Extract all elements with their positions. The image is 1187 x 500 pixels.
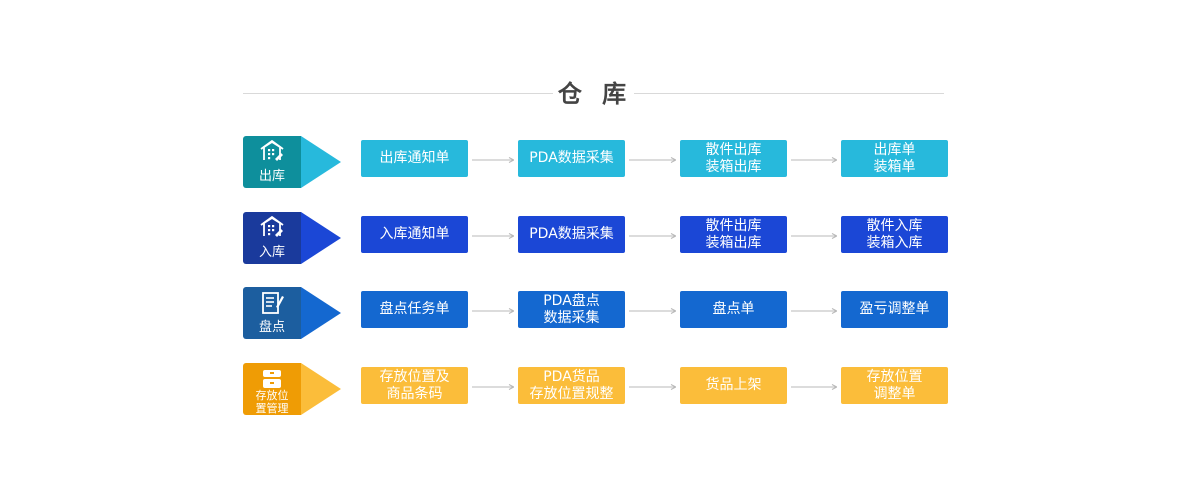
step-box: 存放位置及商品条码 [361, 367, 468, 404]
row-inventory-count: 盘点 盘点任务单 PDA盘点数据采集 盘点单 盈亏调整单 [0, 287, 1187, 341]
flow-arrow [629, 308, 676, 314]
flow-arrow [629, 157, 676, 163]
text-line: 存放位 [255, 389, 289, 402]
text-line: 装箱入库 [866, 234, 923, 251]
category-tag: 出库 [243, 136, 301, 188]
step-box: 散件出库装箱出库 [680, 216, 787, 253]
category-tag: 盘点 [243, 287, 301, 339]
flow-arrow [791, 157, 837, 163]
text-line: 散件出库 [705, 141, 762, 158]
text-line: 盘点 [258, 320, 285, 335]
text-line: 盘点单 [712, 301, 755, 317]
step-box: 散件出库装箱出库 [680, 140, 787, 177]
flow-arrow [472, 233, 514, 239]
step-box: 散件入库装箱入库 [841, 216, 948, 253]
step-box: 出库通知单 [361, 140, 468, 177]
category-label: 存放位置管理 [243, 389, 301, 415]
step-box: PDA数据采集 [518, 216, 625, 253]
text-line: 出库通知单 [379, 150, 450, 166]
text-line: 装箱单 [873, 158, 916, 175]
building-edit-icon [260, 140, 284, 161]
cabinet-icon [263, 370, 281, 388]
step-box: 盘点单 [680, 291, 787, 328]
flow-arrow [791, 308, 837, 314]
text-line: 置管理 [255, 402, 289, 415]
title-line-right [634, 93, 944, 94]
row-outbound: 出库 出库通知单 PDA数据采集 散件出库装箱出库 出库单装箱单 [0, 136, 1187, 190]
text-line: 散件入库 [866, 217, 923, 234]
building-edit-icon [260, 216, 284, 237]
step-box: 入库通知单 [361, 216, 468, 253]
text-line: PDA货品 [543, 368, 600, 385]
category-tag: 存放位置管理 [243, 363, 301, 415]
text-line: 存放位置规整 [529, 385, 614, 402]
title-line-left [243, 93, 553, 94]
step-box: 盈亏调整单 [841, 291, 948, 328]
category-label: 入库 [243, 246, 301, 259]
text-line: PDA数据采集 [529, 150, 614, 166]
category-arrow [301, 363, 341, 415]
flow-arrow [791, 233, 837, 239]
flow-arrow [472, 384, 514, 390]
flow-arrow [629, 233, 676, 239]
text-line: 散件出库 [705, 217, 762, 234]
flow-arrow [629, 384, 676, 390]
page-title: 仓 库 [557, 80, 633, 108]
flow-arrow [472, 157, 514, 163]
checklist-pen-icon [262, 292, 284, 314]
text-line: 存放位置及 [379, 368, 450, 385]
text-line: 数据采集 [543, 309, 600, 326]
text-line: 出库 [258, 169, 285, 184]
text-line: 货品上架 [705, 377, 762, 393]
category-arrow [301, 287, 341, 339]
category-label: 盘点 [243, 321, 301, 334]
text-line: 调整单 [873, 385, 916, 402]
category-tag: 入库 [243, 212, 301, 264]
row-inbound: 入库 入库通知单 PDA数据采集 散件出库装箱出库 散件入库装箱入库 [0, 212, 1187, 266]
step-box: PDA数据采集 [518, 140, 625, 177]
text-line: 装箱出库 [705, 158, 762, 175]
text-line: 盘点任务单 [379, 301, 450, 317]
text-line: PDA数据采集 [529, 226, 614, 242]
step-box: 盘点任务单 [361, 291, 468, 328]
category-label: 出库 [243, 170, 301, 183]
text-line: PDA盘点 [543, 292, 600, 309]
text-line: 商品条码 [386, 385, 443, 402]
row-storage-location: 存放位置管理 存放位置及商品条码 PDA货品存放位置规整 货品上架 存放位置调整单 [0, 363, 1187, 417]
text-line: 存放位置 [866, 368, 923, 385]
step-box: 出库单装箱单 [841, 140, 948, 177]
step-box: 货品上架 [680, 367, 787, 404]
text-line: 出库单 [873, 141, 916, 158]
category-arrow [301, 212, 341, 264]
step-box: PDA盘点数据采集 [518, 291, 625, 328]
text-line: 入库通知单 [379, 226, 450, 242]
category-arrow [301, 136, 341, 188]
step-box: PDA货品存放位置规整 [518, 367, 625, 404]
flow-arrow [791, 384, 837, 390]
flow-arrow [472, 308, 514, 314]
text-line: 装箱出库 [705, 234, 762, 251]
text-line: 盈亏调整单 [859, 301, 930, 317]
step-box: 存放位置调整单 [841, 367, 948, 404]
text-line: 入库 [258, 245, 285, 260]
